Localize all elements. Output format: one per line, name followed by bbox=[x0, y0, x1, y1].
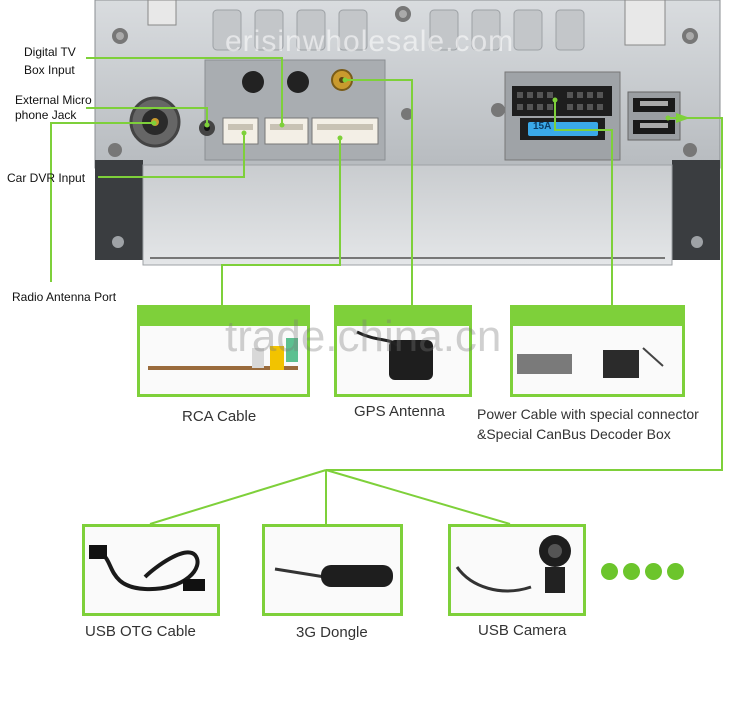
product-box-power[interactable] bbox=[510, 305, 685, 397]
3g-dongle-icon bbox=[274, 565, 393, 587]
caption-power-1: Power Cable with special connector bbox=[477, 406, 699, 422]
product-box-gps[interactable] bbox=[334, 305, 472, 397]
usb-camera-icon bbox=[455, 535, 571, 593]
caption-usb-camera: USB Camera bbox=[478, 622, 567, 639]
watermark-top: erisinwholesale.com bbox=[225, 25, 515, 58]
more-dot-2 bbox=[623, 563, 640, 580]
ext-mic-label-2: phone Jack bbox=[15, 108, 77, 122]
ext-mic-label-1: External Micro bbox=[15, 93, 92, 107]
caption-usb-otg: USB OTG Cable bbox=[85, 623, 196, 640]
gps-antenna-icon bbox=[356, 330, 433, 380]
rca-cable-icon bbox=[148, 338, 298, 370]
more-dot-4 bbox=[667, 563, 684, 580]
caption-3g: 3G Dongle bbox=[296, 624, 368, 641]
caption-rca: RCA Cable bbox=[182, 408, 257, 425]
more-dot-1 bbox=[601, 563, 618, 580]
power-cable-icon bbox=[517, 347, 664, 378]
more-dot-3 bbox=[645, 563, 662, 580]
caption-power-2: &Special CanBus Decoder Box bbox=[477, 426, 671, 442]
product-box-usb-camera[interactable] bbox=[448, 524, 586, 616]
radio-antenna-label: Radio Antenna Port bbox=[12, 290, 117, 304]
product-box-3g[interactable] bbox=[262, 524, 403, 616]
digital-tv-label-2: Box Input bbox=[24, 63, 75, 77]
watermark-center: trade.china.cn bbox=[225, 312, 502, 361]
product-box-rca[interactable] bbox=[137, 305, 310, 397]
car-dvr-label: Car DVR Input bbox=[7, 171, 86, 185]
usb-otg-cable-icon bbox=[89, 545, 205, 592]
digital-tv-label-1: Digital TV bbox=[24, 45, 76, 59]
fuse-label: 15A bbox=[533, 121, 552, 132]
product-box-usb-otg[interactable] bbox=[82, 524, 220, 616]
caption-gps: GPS Antenna bbox=[354, 403, 445, 420]
